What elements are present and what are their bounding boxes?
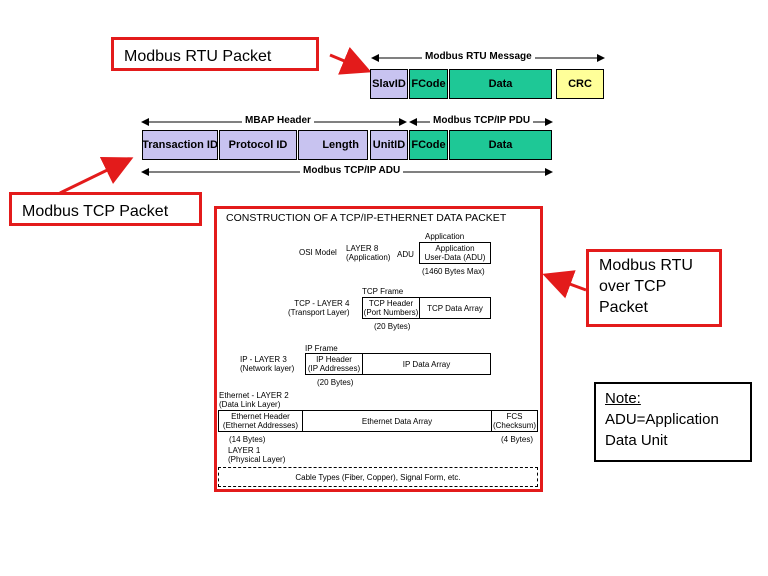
tcp-layer-label: TCP - LAYER 4 (Transport Layer) (288, 299, 350, 317)
rtu-field-fcode: FCode (409, 69, 448, 99)
eth-data-array-box: Ethernet Data Array (302, 410, 492, 432)
ethernet-diagram (214, 206, 543, 492)
callout-rtu-packet: Modbus RTU Packet (111, 37, 319, 71)
layer1-text: LAYER 1 (228, 446, 261, 455)
eth-bytes-label: (14 Bytes) (229, 435, 266, 444)
ethernet-diagram-title: CONSTRUCTION OF A TCP/IP-ETHERNET DATA P… (226, 212, 507, 224)
fcs-line2: (Checksum) (492, 421, 537, 430)
callout-rtu-over-tcp: Modbus RTU over TCP Packet (586, 249, 722, 327)
callout-tcp-packet: Modbus TCP Packet (9, 192, 202, 226)
note-line2: Data Unit (605, 432, 668, 449)
layer1-label: LAYER 1 (Physical Layer) (228, 446, 285, 464)
tcp-field-protocol-id: Protocol ID (219, 130, 297, 160)
eth-header-box: Ethernet Header (Ethernet Addresses) (218, 410, 303, 432)
rtu-field-data: Data (449, 69, 552, 99)
layer7-label: LAYER 8 (Application) (346, 244, 390, 262)
app-max-label: (1460 Bytes Max) (422, 267, 485, 276)
ip-layer-text: IP - LAYER 3 (240, 355, 287, 364)
tcp-field-length: Length (298, 130, 368, 160)
adu-label: Modbus TCP/IP ADU (300, 165, 404, 176)
eth-header-line2: (Ethernet Addresses) (222, 421, 299, 430)
rtu-field-slaveid: SlavID (370, 69, 408, 99)
tcp-layer-text: TCP - LAYER 4 (294, 299, 350, 308)
fcs-box: FCS (Checksum) (491, 410, 538, 432)
eth-layer-text: Ethernet - LAYER 2 (219, 391, 289, 400)
app-box-line1: Application (435, 244, 475, 253)
ip-bytes-label: (20 Bytes) (317, 378, 354, 387)
tcp-field-data: Data (449, 130, 552, 160)
app-box-line2: User-Data (ADU) (424, 253, 486, 262)
tcp-bytes-label: (20 Bytes) (374, 322, 411, 331)
eth-layer-sub: (Data Link Layer) (219, 400, 281, 409)
ip-header-box: IP Header (IP Addresses) (305, 353, 363, 375)
rtu-message-label: Modbus RTU Message (422, 51, 535, 62)
ip-layer-sub: (Network layer) (240, 364, 295, 373)
ip-data-array-box: IP Data Array (362, 353, 491, 375)
tcp-header-line2: (Port Numbers) (363, 308, 419, 317)
osi-model-label: OSI Model (299, 248, 337, 257)
layer7-sub: (Application) (346, 253, 391, 262)
ip-header-line2: (IP Addresses) (307, 364, 361, 373)
note-title: Note: (605, 390, 641, 407)
callout-rtu-over-tcp-line3: Packet (599, 299, 648, 316)
pdu-label: Modbus TCP/IP PDU (430, 115, 534, 126)
eth-layer-label: Ethernet - LAYER 2 (Data Link Layer) (219, 391, 289, 409)
ip-layer-label: IP - LAYER 3 (Network layer) (240, 355, 294, 373)
note-line1: ADU=Application (605, 411, 719, 428)
tcp-data-array-box: TCP Data Array (419, 297, 491, 319)
ip-header-line1: IP Header (316, 355, 352, 364)
physical-layer-box: Cable Types (Fiber, Copper), Signal Form… (218, 467, 538, 487)
rtu-field-crc: CRC (556, 69, 604, 99)
tcp-field-fcode: FCode (409, 130, 448, 160)
fcs-line1: FCS (506, 412, 523, 421)
cable-types-text: Cable Types (Fiber, Copper), Signal Form… (295, 472, 461, 482)
tcp-field-unitid: UnitID (370, 130, 408, 160)
adu-small-label: ADU (397, 250, 414, 259)
tcp-frame-label: TCP Frame (362, 287, 404, 296)
callout-tcp-packet-text: Modbus TCP Packet (22, 203, 169, 220)
app-user-data-box: Application User-Data (ADU) (419, 242, 491, 264)
callout-rtu-packet-text: Modbus RTU Packet (124, 48, 272, 65)
eth-header-line1: Ethernet Header (231, 412, 290, 421)
mbap-header-label: MBAP Header (242, 115, 314, 126)
tcp-header-box: TCP Header (Port Numbers) (362, 297, 420, 319)
note-box: Note: ADU=Application Data Unit (594, 382, 752, 462)
tcp-layer-sub: (Transport Layer) (288, 308, 350, 317)
layer7-text: LAYER 8 (346, 244, 379, 253)
ip-frame-label: IP Frame (305, 344, 338, 353)
layer1-sub: (Physical Layer) (228, 455, 286, 464)
fcs-bytes-label: (4 Bytes) (501, 435, 534, 444)
application-label: Application (425, 232, 465, 241)
tcp-field-transaction-id: Transaction ID (142, 130, 218, 160)
callout-rtu-over-tcp-line2: over TCP (599, 278, 667, 295)
callout-rtu-over-tcp-line1: Modbus RTU (599, 257, 693, 274)
tcp-header-line1: TCP Header (368, 299, 414, 308)
